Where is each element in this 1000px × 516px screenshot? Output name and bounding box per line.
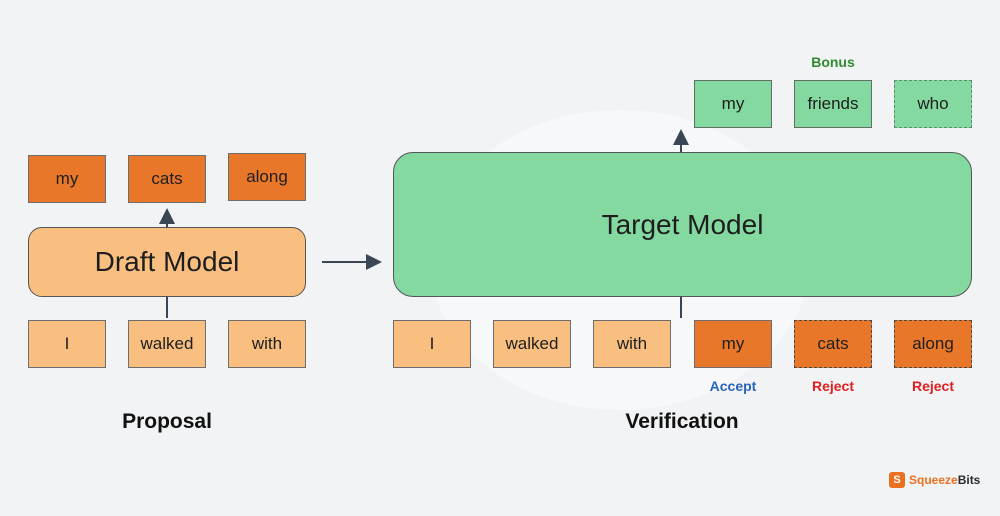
draft-output-token: my	[28, 155, 106, 203]
draft-input-token: I	[28, 320, 106, 368]
bonus-label: Bonus	[811, 54, 855, 70]
draft-output-token: cats	[128, 155, 206, 203]
candidate-token: along	[894, 320, 972, 368]
verification-label: Verification	[625, 410, 739, 433]
draft-input-token: with	[228, 320, 306, 368]
target-input-token: with	[593, 320, 671, 368]
candidate-token: my	[694, 320, 772, 368]
brand-name-part2: Bits	[957, 473, 981, 487]
target-input-token: I	[393, 320, 471, 368]
proposal-label: Proposal	[122, 410, 212, 433]
target-output-token: my	[694, 80, 772, 128]
bonus-token: who	[894, 80, 972, 128]
reject-status: Reject	[811, 378, 855, 394]
accept-status: Accept	[709, 378, 757, 394]
draft-input-token: walked	[128, 320, 206, 368]
target-model-box: Target Model	[393, 152, 972, 297]
target-input-token: walked	[493, 320, 571, 368]
reject-status: Reject	[911, 378, 955, 394]
candidate-token: cats	[794, 320, 872, 368]
target-output-token: friends	[794, 80, 872, 128]
draft-output-token: along	[228, 153, 306, 201]
squeezebits-logo-icon: S	[889, 472, 905, 488]
draft-model-box: Draft Model	[28, 227, 306, 297]
brand-name-part1: Squeeze	[909, 473, 958, 487]
